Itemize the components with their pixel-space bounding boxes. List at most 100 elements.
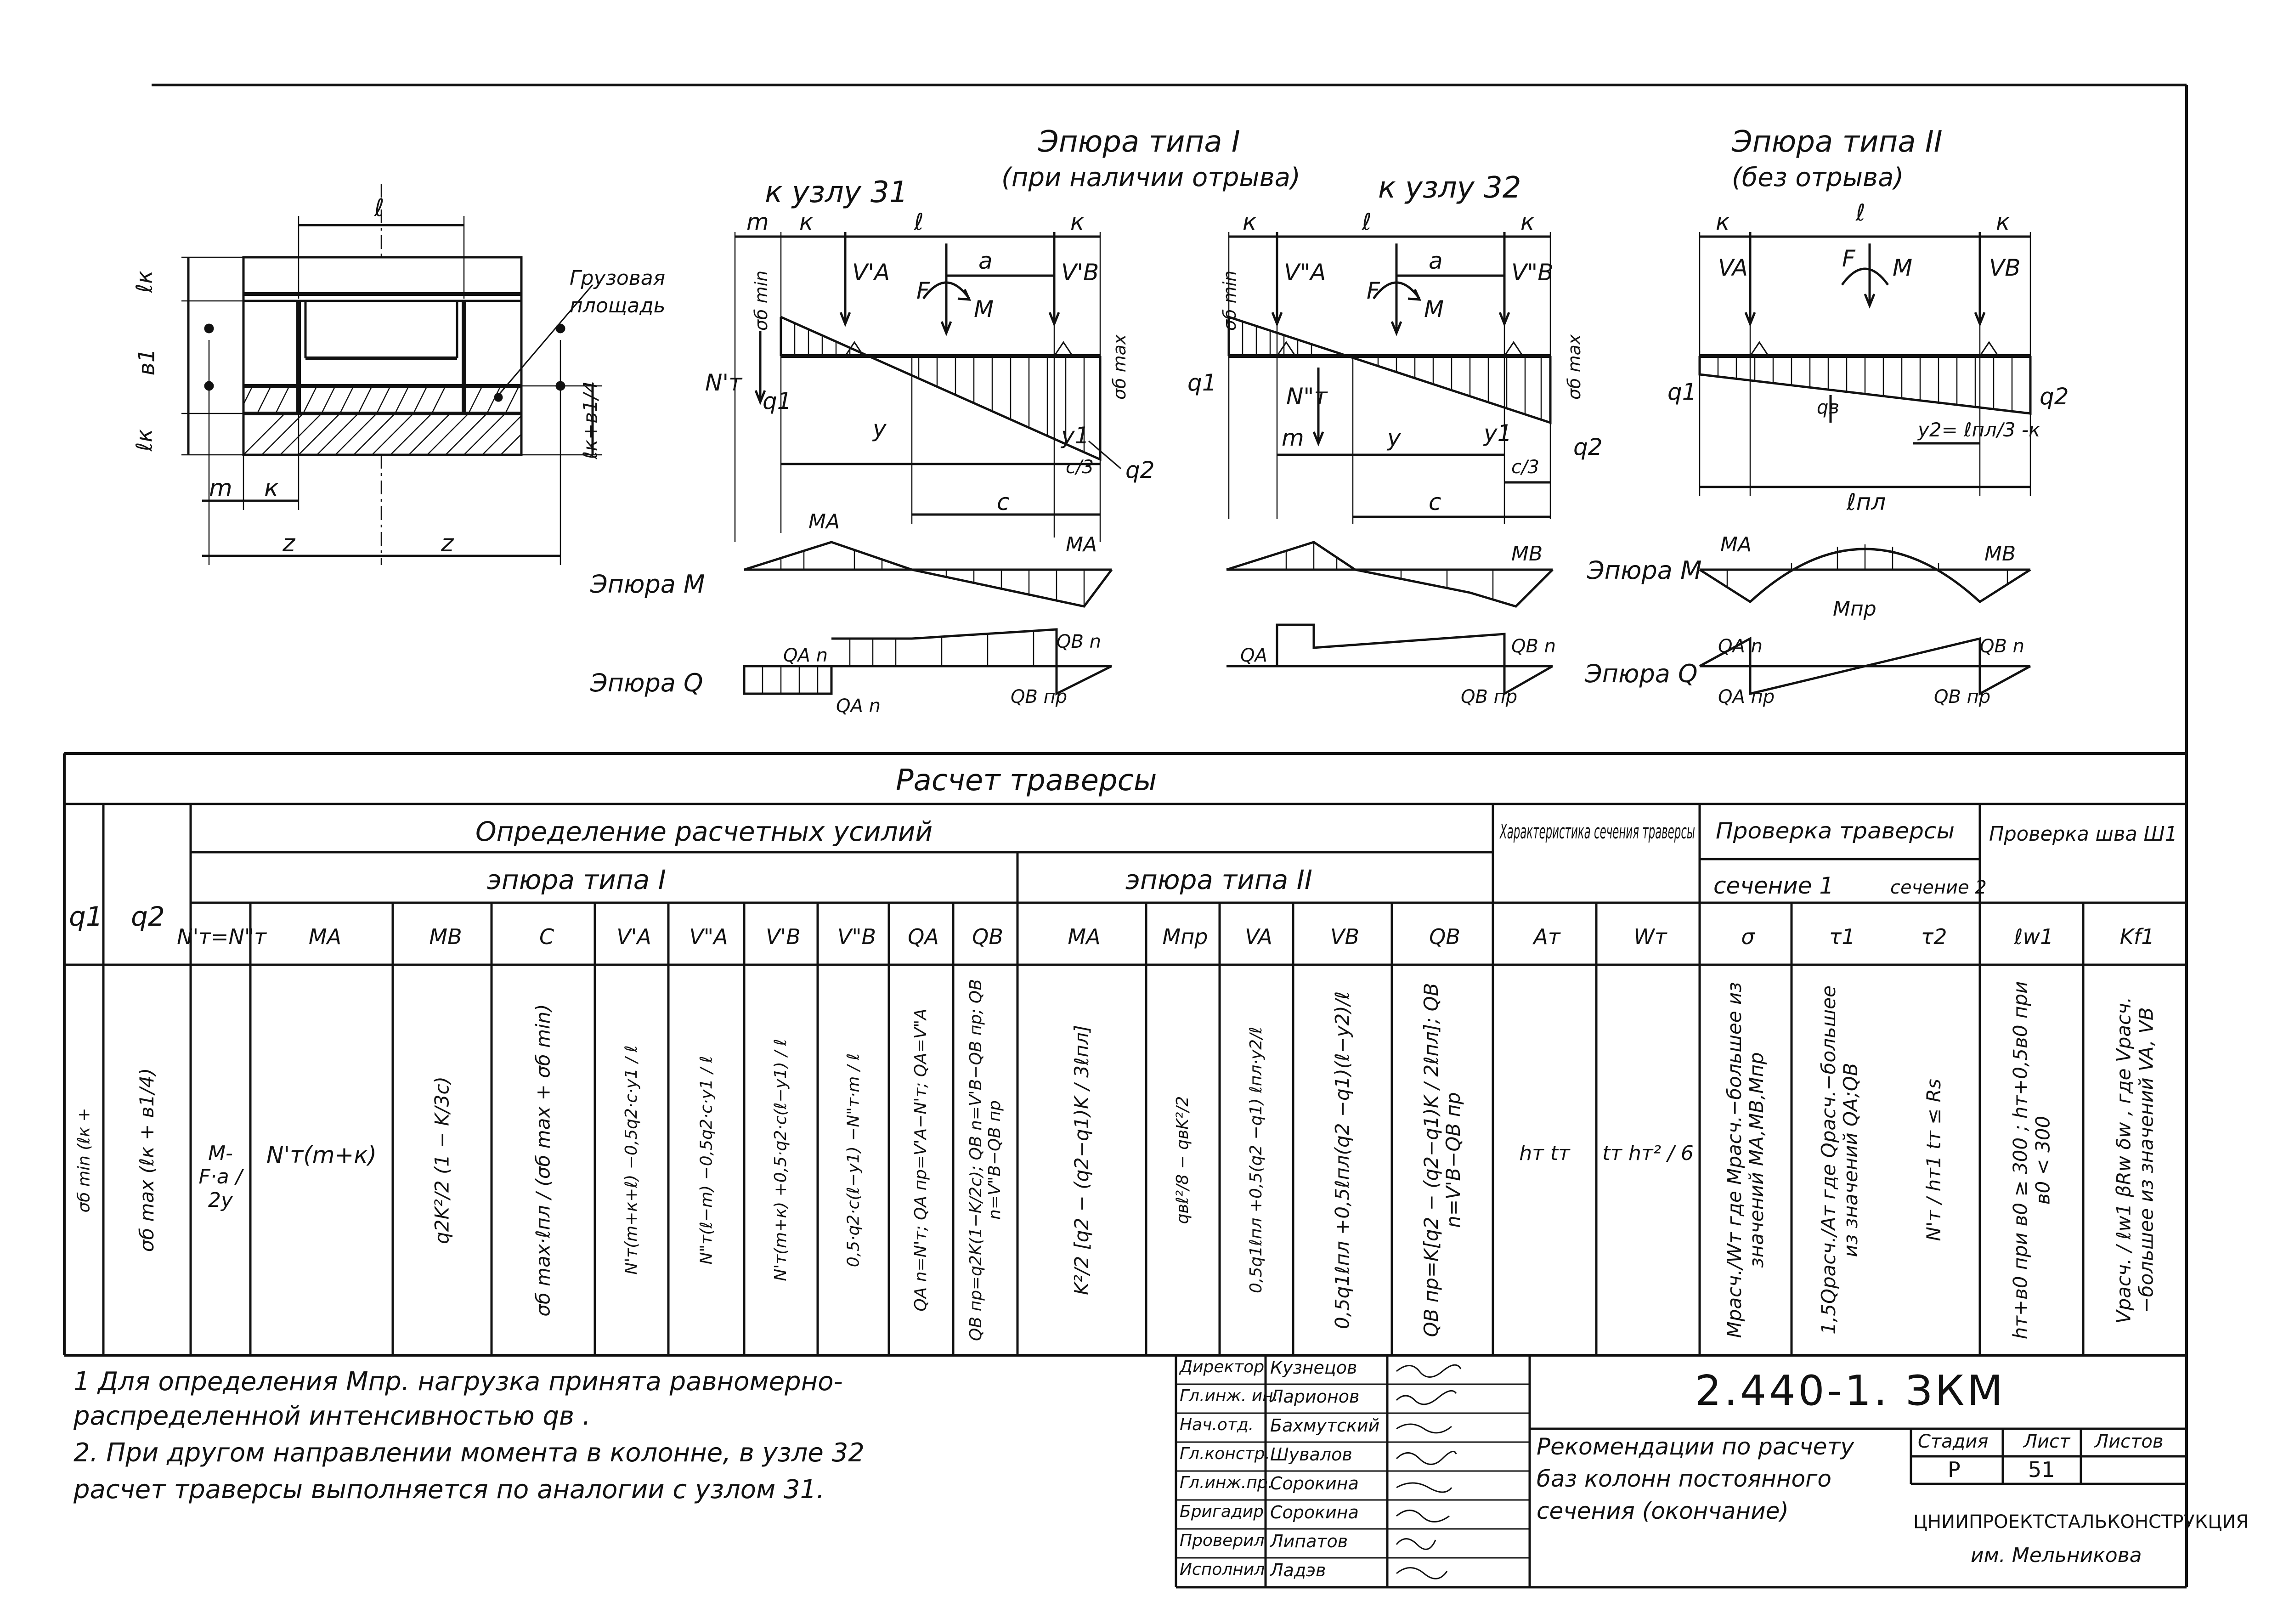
stamp-role-7: Исполнил [1180,1560,1265,1579]
stamp-title-1: Рекомендации по расчету [1537,1433,1854,1460]
formula-at: hт tт [1519,1142,1570,1165]
epure-M-label-2: Эпюра M [1587,556,1702,585]
diagram-node-31 [734,232,1121,542]
plan-k: к [264,475,279,502]
stamp-sheets-header: Листов [2095,1431,2164,1452]
epure-Q-label-1: Эпюра Q [590,668,703,697]
table-header-texts: Расчет траверсы Определение расчетных ус… [69,764,2177,932]
d31-c3: c/3 [1066,457,1094,478]
ep2-QBn: QB n [1980,636,2024,657]
d31-y: y [872,415,887,442]
col-header-16: Wт [1633,924,1667,949]
stamp-name-0: Кузнецов [1270,1358,1357,1378]
plan-m: m [209,475,232,502]
formula-mb: q2K²/2 (1 − K/3c) [430,1076,453,1244]
note-2a: 2. При другом направлении момента в коло… [73,1438,865,1468]
col-header-3: C [539,924,554,949]
col-header-10: MA [1068,924,1100,949]
note-2b: расчет траверсы выполняется по аналогии … [73,1475,825,1505]
stamp-name-1: Ларионов [1270,1386,1360,1407]
d32-sigmax: σб max [1564,334,1584,400]
d32-l: ℓ [1362,209,1372,235]
ep2-QApr: QA пр [1718,686,1775,707]
stamp-name-3: Шувалов [1270,1444,1352,1465]
plan-lk-top: ℓк [131,270,158,293]
col-header-5: V"A [689,924,728,949]
ep32-QBn: QB n [1511,636,1556,657]
ep2-QAn: QA n [1718,636,1763,657]
stamp-role-2: Нач.отд. [1180,1415,1254,1434]
ep31-QBpr: QB пр [1011,686,1067,707]
stamp-role-6: Проверил [1180,1531,1265,1550]
ep2-MB: MB [1984,542,2016,566]
diag31-texts: m к ℓ к V'A V'B F M a N'т q1 q2 y y1 c/3… [705,209,1155,515]
formula-vb3: 0,5q1ℓпл +0,5ℓпл(q2 −q1)(ℓ−y2)/ℓ [1331,991,1354,1329]
diag2-texts: к ℓ к VA VB F M q1 q2 qв y2= ℓпл/3 -к ℓп… [1667,199,2069,515]
col-header-15: Aт [1532,924,1560,949]
d32-F: F [1367,277,1380,304]
stamp-title-2: баз колонн постоянного [1537,1466,1831,1492]
plan-lk-b14: ℓк+в1/4 [579,381,602,459]
col-q2: q2 [131,901,165,932]
epure-texts: Эпюра M Эпюра Q Эпюра M Эпюра Q MA MA MB… [590,510,2024,717]
col-header-0: N'т=N"т [177,924,267,949]
d32-VA: V"A [1284,259,1326,286]
d32-y1: y1 [1483,420,1512,447]
d31-sigmax: σб max [1109,334,1130,400]
d32-c: c [1429,489,1441,515]
diagram-type-2 [1698,232,2032,496]
type1-title: Эпюра типа I [1038,125,1240,159]
ep31-QBn: QB n [1057,631,1101,652]
plan-load-area-1: Грузовая [570,266,665,290]
formula-wt: tт hт² / 6 [1602,1142,1694,1165]
col-header-14: QB [1429,924,1460,949]
d31-c: c [997,489,1010,515]
node31-label: к узлу 31 [765,175,908,209]
d2-VA: VA [1718,255,1748,281]
group-forces: Определение расчетных усилий [475,816,933,847]
epure-Q-label-2: Эпюра Q [1584,659,1698,688]
diagram-node-32 [1227,232,1552,524]
stamp-sheet-header: Лист [2023,1431,2070,1452]
diag32-texts: к ℓ к V"A V"B F M a q1 N"т q2 m y y1 c/3… [1187,209,1603,515]
d32-k2: к [1520,209,1534,235]
plan-b1: в1 [134,348,160,376]
stamp-role-3: Гл.констр. [1180,1444,1270,1463]
d2-F: F [1842,245,1856,272]
d31-sigmin: σб min [751,271,771,331]
d32-y: y [1386,424,1402,451]
table-grid [64,803,2187,1355]
col-q1: q1 [69,901,103,932]
stamp-stage-header: Стадия [1918,1431,1989,1452]
d31-NT: N'т [705,369,743,396]
group-check: Проверка траверсы [1716,818,1955,844]
col-header-18: τ1 [1829,924,1855,949]
d2-q1: q1 [1667,379,1697,405]
diagram-texts: Эпюра типа I (при наличии отрыва) Эпюра … [765,125,1943,209]
d32-c3: c/3 [1511,457,1539,478]
group-type1: эпюра типа I [487,864,666,895]
ep2-Mpr: Mпр [1833,597,1876,621]
formula-lw1: hт+в0 при в0 ≥ 300 ; hт+0,5в0 при в0 < 3… [2009,981,2054,1339]
d2-lpl: ℓпл [1846,489,1886,515]
stamp-name-2: Бахмутский [1270,1415,1380,1436]
plan-z2: z [441,530,454,557]
col-header-17: σ [1741,924,1755,949]
epure-M-label-1: Эпюра M [590,570,705,599]
ep2-QBpr: QB пр [1934,686,1990,707]
ep31-QAn2: QA n [836,696,881,717]
formula-va3: 0,5q1ℓпл +0,5(q2 −q1) ℓпл·y2/ℓ [1247,1027,1266,1294]
formula-ma: N'т(m+к) [266,1142,377,1168]
stamp-name-5: Сорокина [1270,1502,1359,1522]
formula-va2: N"т(ℓ−m) −0,5q2·c·y1 / ℓ [696,1055,716,1265]
col-header-13: VB [1330,924,1359,949]
formula-ma2: K²/2 [q2 − (q2−q1)K / 3ℓпл] [1070,1024,1093,1296]
ep31-MA: MA [808,510,840,533]
formula-kf1: Vрасч. / ℓw1 βRw δw , где Vрасч.−большее… [2112,996,2157,1324]
stamp-role-5: Бригадир [1180,1502,1264,1521]
ep31-QAn: QA n [783,645,828,666]
stamp-role-4: Гл.инж.пр. [1180,1473,1273,1492]
formula-va1: N'т(m+к+ℓ) −0,5q2·c·y1 / ℓ [622,1045,641,1275]
d31-F: F [916,277,930,304]
